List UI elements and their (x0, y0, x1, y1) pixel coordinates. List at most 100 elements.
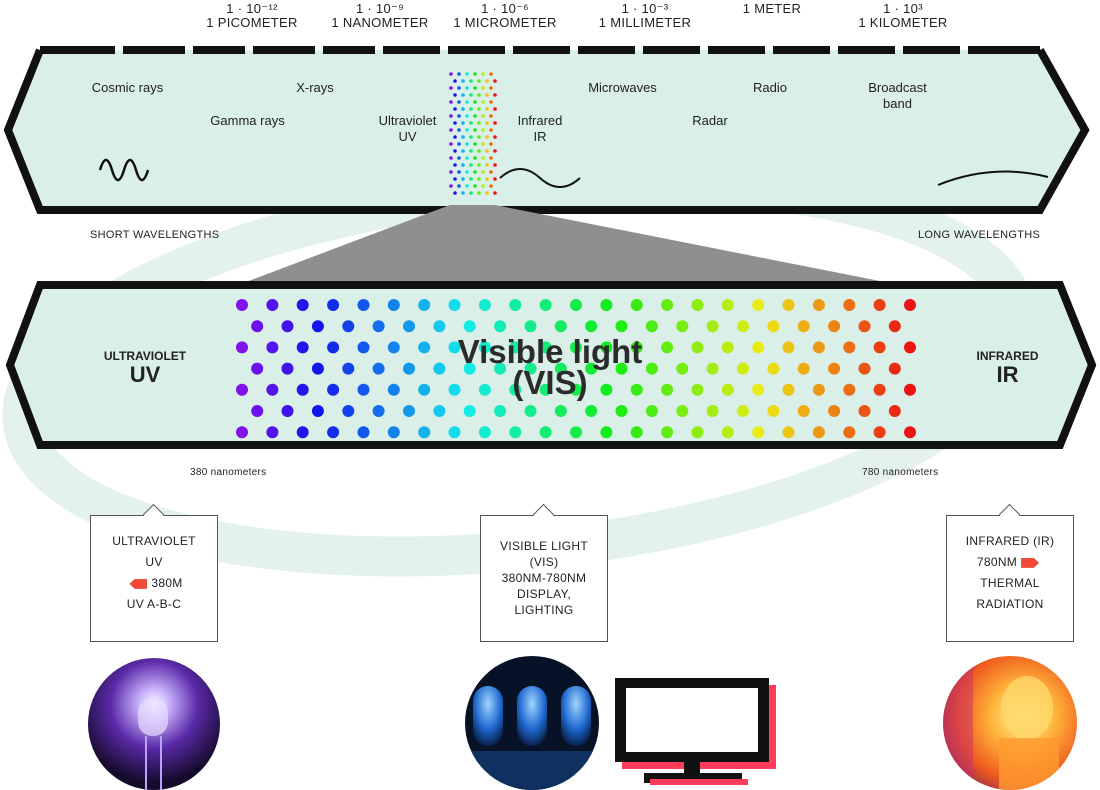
spectrum-dot (615, 362, 628, 375)
mini-spectrum-dot (461, 191, 465, 195)
spectrum-dot (630, 299, 643, 311)
spectrum-dot (236, 383, 248, 396)
spectrum-dot (737, 362, 749, 375)
mini-spectrum-dot (473, 86, 477, 90)
spectrum-dot (585, 320, 598, 333)
mini-spectrum-dot (453, 191, 457, 195)
short-wave (98, 158, 150, 182)
scale-micrometer: 1 · 10⁻⁶ 1 MICROMETER (445, 2, 565, 30)
spectrum-dot (843, 426, 856, 439)
mini-spectrum-dot (493, 149, 497, 153)
spectrum-dot (737, 405, 749, 417)
spectrum-dot (524, 405, 537, 417)
spectrum-dot (797, 405, 810, 417)
scale-nanometer-exp: 1 · 10⁻⁹ (355, 1, 405, 16)
label-broadcast-band: Broadcast band (850, 80, 945, 112)
mini-spectrum-dot (469, 121, 473, 125)
mini-spectrum-dot (485, 163, 489, 167)
spectrum-dot (767, 320, 780, 333)
spectrum-dot (691, 341, 704, 354)
mini-spectrum-dot (457, 142, 461, 146)
spectrum-dot (706, 320, 719, 333)
mini-spectrum-dot (489, 142, 493, 146)
mini-spectrum-dot (477, 79, 481, 83)
scale-nanometer-unit: 1 NANOMETER (331, 15, 429, 30)
spectrum-dot (721, 426, 734, 439)
mini-spectrum-dot (449, 72, 453, 76)
spectrum-dot (387, 383, 400, 396)
callout-ir-line1: INFRARED (IR) (965, 534, 1055, 548)
spectrum-dot (904, 341, 916, 354)
mini-spectrum-dot (493, 79, 497, 83)
medium-wave (499, 168, 581, 188)
mini-spectrum-dot (465, 142, 469, 146)
spectrum-dot (418, 426, 431, 439)
mini-spectrum-dot (473, 100, 477, 104)
spectrum-dot (645, 320, 658, 333)
spectrum-dot (600, 426, 613, 439)
mini-spectrum-dot (477, 149, 481, 153)
mini-spectrum-dot (473, 72, 477, 76)
mini-spectrum-dot (473, 128, 477, 132)
spectrum-dot (448, 341, 461, 354)
visible-ir-big: IR (996, 362, 1019, 387)
spectrum-dot (828, 362, 841, 375)
mini-spectrum-dot (449, 142, 453, 146)
spectrum-dot (767, 362, 780, 375)
spectrum-dot (281, 320, 294, 333)
label-broadcast-line1: Broadcast (868, 80, 927, 95)
mini-spectrum-dot (453, 149, 457, 153)
spectrum-dot (281, 362, 294, 375)
mini-spectrum-dot (489, 72, 493, 76)
mini-spectrum-dot (449, 100, 453, 104)
spectrum-dot (888, 320, 901, 333)
mini-spectrum-dot (481, 128, 485, 132)
mini-spectrum-dot (481, 156, 485, 160)
mini-spectrum-dot (485, 93, 489, 97)
mini-spectrum-dot (469, 93, 473, 97)
callout-infrared: INFRARED (IR) 780NM THERMAL RADIATION (946, 503, 1074, 642)
mini-spectrum-dot (485, 135, 489, 139)
spectrum-dot (797, 362, 810, 375)
spectrum-dot (403, 362, 415, 375)
mini-spectrum-dot (469, 135, 473, 139)
mini-spectrum-dot (461, 93, 465, 97)
mini-spectrum-dot (457, 86, 461, 90)
mini-spectrum-dot (489, 156, 493, 160)
spectrum-dot (251, 320, 264, 333)
spectrum-dot (342, 320, 355, 333)
visible-title-line1: Visible light (457, 333, 643, 370)
spectrum-dot (721, 341, 734, 354)
mini-spectrum-dot (481, 184, 485, 188)
spectrum-dot (782, 341, 795, 354)
spectrum-dot (904, 426, 916, 439)
mini-spectrum-dot (469, 177, 473, 181)
spectrum-dot (478, 341, 491, 354)
mini-spectrum-dot (449, 156, 453, 160)
spectrum-dot (494, 320, 507, 333)
spectrum-band (3, 46, 1090, 214)
callout-uv-line3: 380M (151, 576, 183, 590)
mini-spectrum-dot (493, 121, 497, 125)
mini-spectrum-dot (457, 156, 461, 160)
spectrum-dot (524, 362, 537, 375)
mini-spectrum-dot (489, 114, 493, 118)
spectrum-dot (661, 426, 674, 439)
spectrum-dot (296, 299, 309, 311)
mini-spectrum-dot (485, 121, 489, 125)
mini-spectrum-dot (473, 170, 477, 174)
spectrum-dot (494, 362, 507, 375)
spectrum-dot (448, 299, 461, 311)
spectrum-dot (691, 383, 704, 396)
callout-visible-light: VISIBLE LIGHT (VIS) 380NM-780NM DISPLAY,… (480, 503, 608, 642)
spectrum-dot (524, 320, 537, 333)
mini-spectrum-dot (489, 86, 493, 90)
mini-spectrum-dot (453, 107, 457, 111)
spectrum-dot (873, 426, 886, 439)
spectrum-dot (782, 299, 795, 311)
spectrum-dot (448, 426, 461, 439)
scale-micrometer-exp: 1 · 10⁻⁶ (481, 1, 529, 16)
spectrum-dot (357, 383, 370, 396)
long-wave (937, 170, 1049, 186)
mini-spectrum-dot (489, 184, 493, 188)
